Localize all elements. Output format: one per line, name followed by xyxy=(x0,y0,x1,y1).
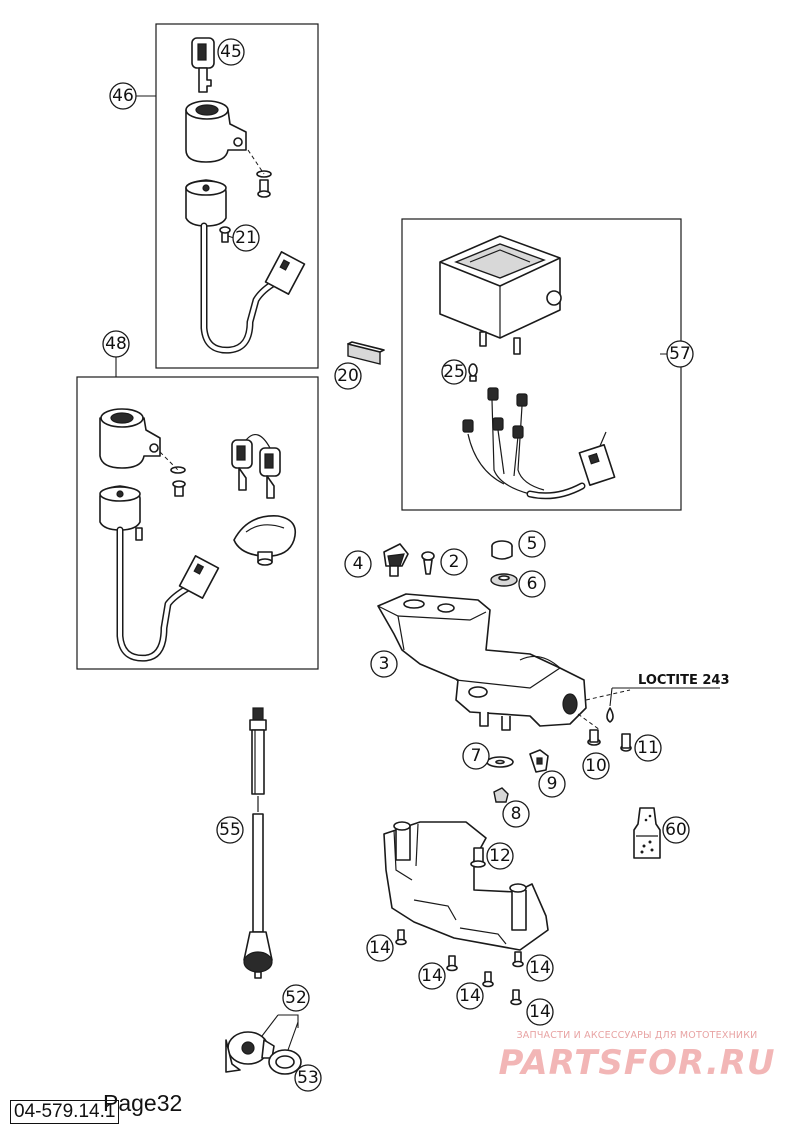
svg-text:14: 14 xyxy=(529,1002,551,1022)
control-unit xyxy=(439,235,562,355)
svg-text:20: 20 xyxy=(337,366,359,386)
keys-pair-icon xyxy=(231,433,281,499)
watermark-brand: PARTSFOR.RU xyxy=(498,1043,776,1083)
group-frame-48 xyxy=(76,376,319,670)
callout-3: 3 xyxy=(370,650,398,678)
lock-cap xyxy=(233,515,297,566)
svg-text:12: 12 xyxy=(489,846,511,866)
callout-48: 48 xyxy=(102,330,130,358)
lock-housing-48 xyxy=(99,408,186,497)
svg-text:11: 11 xyxy=(637,738,659,758)
svg-text:45: 45 xyxy=(220,42,242,62)
speedometer-cable xyxy=(243,707,273,979)
svg-text:14: 14 xyxy=(529,958,551,978)
screws-14 xyxy=(395,929,524,1006)
svg-text:46: 46 xyxy=(112,86,134,106)
ignition-switch xyxy=(185,179,306,354)
callout-45: 45 xyxy=(217,38,245,66)
callout-46: 46 xyxy=(109,82,137,110)
screw-2 xyxy=(421,551,435,575)
document-code: 04-579.14.1 xyxy=(10,1100,120,1124)
screw-10 xyxy=(587,729,601,746)
watermark-tagline: ЗАПЧАСТИ И АКСЕССУАРЫ ДЛЯ МОТОТЕХНИКИ xyxy=(516,1030,758,1041)
svg-text:6: 6 xyxy=(527,574,538,594)
svg-text:21: 21 xyxy=(235,228,257,248)
svg-text:53: 53 xyxy=(297,1068,319,1088)
callout-10: 10 xyxy=(582,752,610,780)
svg-text:60: 60 xyxy=(665,820,687,840)
callout-20: 20 xyxy=(334,362,362,390)
lower-bracket xyxy=(383,821,549,951)
svg-text:2: 2 xyxy=(449,552,460,572)
loctite-bottle xyxy=(633,807,661,859)
washer-screw xyxy=(247,149,272,198)
callout-6: 6 xyxy=(518,570,546,598)
cap-nut-4 xyxy=(383,543,409,577)
bulb-icon xyxy=(468,363,478,382)
callout-14-e: 14 xyxy=(526,998,554,1026)
watermark: ЗАПЧАСТИ И АКСЕССУАРЫ ДЛЯ МОТОТЕХНИКИ PA… xyxy=(478,1030,796,1083)
callout-25: 25 xyxy=(441,359,467,385)
callout-9: 9 xyxy=(538,770,566,798)
callout-21: 21 xyxy=(232,224,260,252)
callout-14-c: 14 xyxy=(456,982,484,1010)
callout-14-a: 14 xyxy=(366,934,394,962)
svg-text:48: 48 xyxy=(105,334,127,354)
svg-text:14: 14 xyxy=(369,938,391,958)
svg-text:5: 5 xyxy=(527,534,538,554)
callout-57: 57 xyxy=(666,340,694,368)
svg-text:14: 14 xyxy=(421,966,443,986)
svg-text:57: 57 xyxy=(669,344,691,364)
callout-7: 7 xyxy=(462,742,490,770)
screw-12 xyxy=(470,847,486,868)
svg-text:10: 10 xyxy=(585,756,607,776)
svg-text:9: 9 xyxy=(547,774,558,794)
washer-7 xyxy=(486,756,514,768)
svg-text:4: 4 xyxy=(353,554,364,574)
leader-lines xyxy=(115,95,720,1051)
callout-8: 8 xyxy=(502,800,530,828)
callout-12: 12 xyxy=(486,842,514,870)
svg-text:3: 3 xyxy=(379,654,390,674)
seal-ring-53 xyxy=(268,1049,302,1075)
callout-4: 4 xyxy=(344,550,372,578)
group-frame-46 xyxy=(155,23,319,369)
callout-55: 55 xyxy=(216,816,244,844)
loctite-label: LOCTITE 243 xyxy=(638,673,730,688)
callout-2: 2 xyxy=(440,548,468,576)
rubber-bushing-5 xyxy=(491,540,513,560)
svg-text:25: 25 xyxy=(443,362,465,382)
headlight-bracket xyxy=(377,593,631,731)
key-icon xyxy=(191,37,215,93)
svg-text:52: 52 xyxy=(285,988,307,1008)
svg-text:8: 8 xyxy=(511,804,522,824)
callout-53: 53 xyxy=(294,1064,322,1092)
nut-8 xyxy=(493,787,509,803)
small-screw xyxy=(219,226,231,243)
loctite-drop-icon xyxy=(606,707,614,723)
page-label: Page32 xyxy=(103,1090,183,1116)
callout-14-b: 14 xyxy=(418,962,446,990)
callout-60: 60 xyxy=(662,816,690,844)
callout-14-d: 14 xyxy=(526,954,554,982)
clip-9 xyxy=(529,749,549,773)
svg-text:7: 7 xyxy=(471,746,482,766)
callout-11: 11 xyxy=(634,734,662,762)
callout-5: 5 xyxy=(518,530,546,558)
svg-text:55: 55 xyxy=(219,820,241,840)
decal-plate xyxy=(347,341,385,365)
screw-11 xyxy=(620,733,632,752)
rubber-bushing-6 xyxy=(490,573,518,587)
wiring-harness xyxy=(462,387,616,500)
lock-housing xyxy=(185,100,247,163)
callout-52: 52 xyxy=(282,984,310,1012)
ignition-switch-48 xyxy=(99,485,220,662)
drive-unit-52 xyxy=(225,1031,275,1073)
svg-text:14: 14 xyxy=(459,986,481,1006)
